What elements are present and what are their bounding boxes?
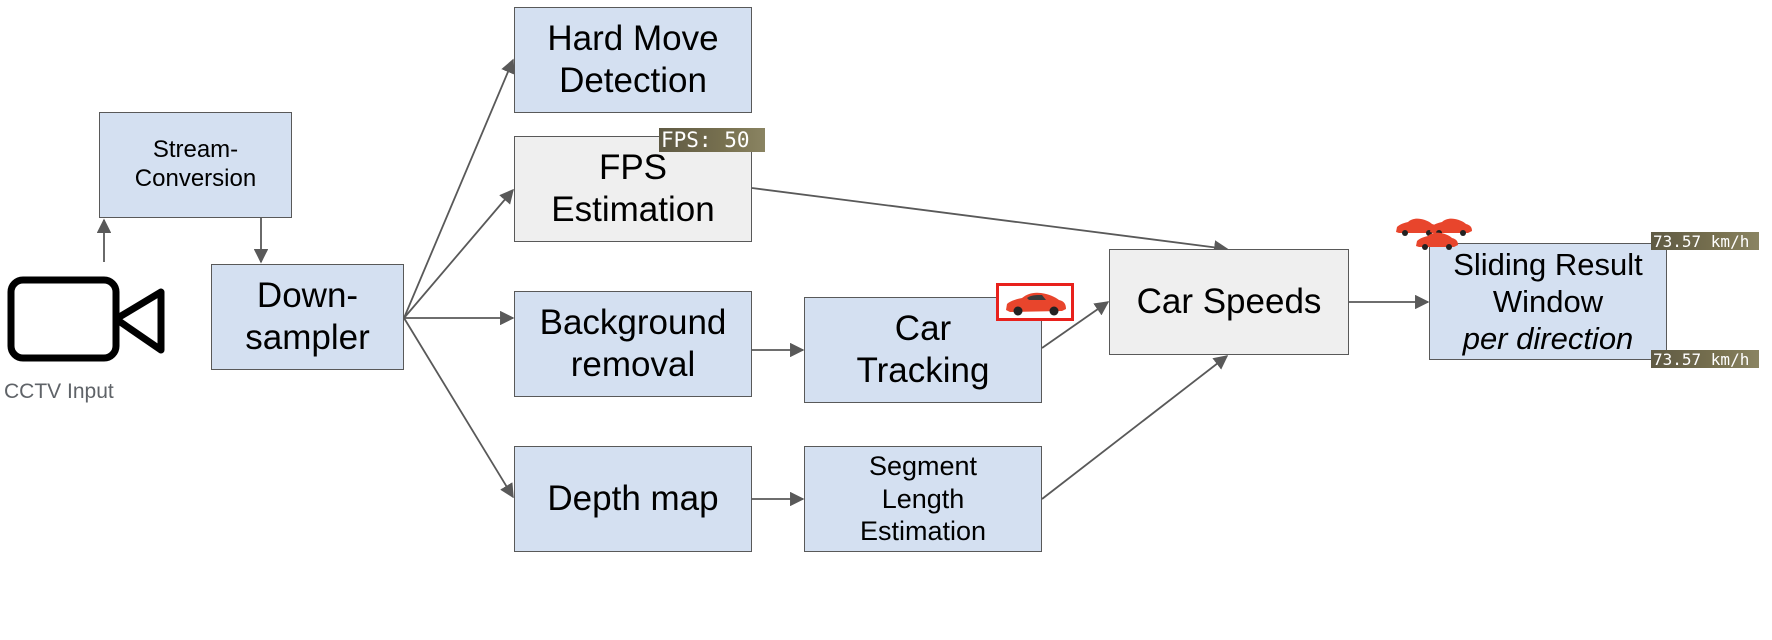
sliding-result-line-3: per direction [1462, 321, 1634, 357]
arrow-downsampler-to-hardmove [403, 58, 515, 319]
arrow-fps-to-carspeeds [751, 187, 1229, 255]
stream-conversion-line-2: Conversion [134, 165, 257, 192]
tracked-car-icon [996, 283, 1074, 321]
background-removal-line-1: Background [539, 303, 727, 342]
downsampler-box: Down- sampler [211, 264, 404, 370]
hard-move-line-2: Detection [559, 61, 707, 100]
arrow-downsampler-to-fps [403, 188, 514, 319]
segment-length-estimation-box: Segment Length Estimation [804, 446, 1042, 552]
fps-estimation-box: FPS Estimation [514, 136, 752, 242]
sliding-result-line-2: Window [1492, 283, 1604, 319]
car-group-icon [1396, 218, 1472, 250]
sliding-result-line-1: Sliding Result [1453, 246, 1643, 282]
background-removal-line-2: removal [570, 345, 696, 384]
depth-map-line-1: Depth map [547, 479, 719, 518]
car-tracking-line-1: Car [894, 309, 952, 348]
fps-badge: FPS: 50 [659, 128, 765, 152]
fps-estimation-line-1: FPS [598, 148, 668, 187]
cctv-input-label: CCTV Input [4, 380, 114, 403]
stream-conversion-box: Stream- Conversion [99, 112, 292, 218]
depth-map-box: Depth map [514, 446, 752, 552]
segment-length-line-1: Segment [868, 451, 978, 482]
segment-length-line-2: Length [881, 483, 965, 514]
video-camera-icon [7, 276, 165, 362]
downsampler-line-1: Down- [256, 276, 359, 315]
arrow-segment-to-carspeeds [1041, 355, 1229, 500]
car-speeds-line-1: Car Speeds [1136, 282, 1322, 321]
fps-estimation-line-2: Estimation [551, 190, 715, 229]
arrow-tracking-to-carspeeds [1041, 301, 1110, 349]
sliding-result-window-box: Sliding Result Window per direction [1429, 243, 1667, 360]
segment-length-line-3: Estimation [859, 516, 987, 547]
hard-move-detection-box: Hard Move Detection [514, 7, 752, 113]
downsampler-line-2: sampler [245, 318, 370, 357]
speed-badge-top: 73.57 km/h [1651, 232, 1759, 251]
car-speeds-box: Car Speeds [1109, 249, 1349, 355]
arrow-downsampler-to-depth [403, 317, 514, 499]
background-removal-box: Background removal [514, 291, 752, 397]
speed-badge-bottom: 73.57 km/h [1651, 350, 1759, 369]
car-tracking-line-2: Tracking [856, 351, 990, 390]
hard-move-line-1: Hard Move [547, 19, 719, 58]
stream-conversion-line-1: Stream- [152, 136, 239, 164]
